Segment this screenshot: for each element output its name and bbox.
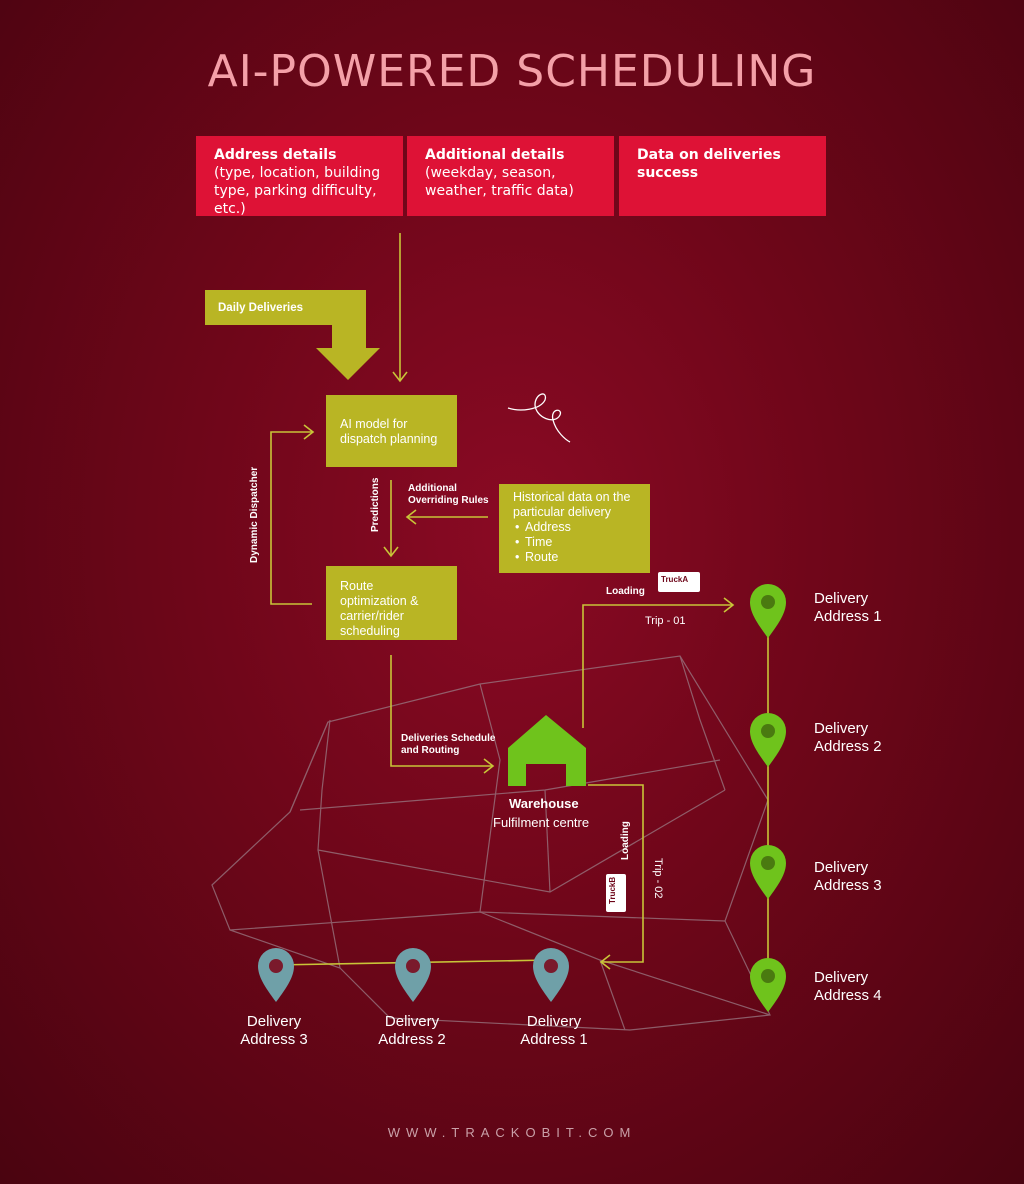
city-map — [211, 655, 771, 1031]
daily-deliveries-arrow — [205, 290, 380, 380]
route-optimization-box: Route optimization & carrier/rider sched… — [326, 566, 457, 640]
input-address-details: Address details (type, location, buildin… — [196, 136, 403, 217]
daily-deliveries-label: Daily Deliveries — [218, 302, 304, 314]
pin-icon — [750, 958, 786, 1012]
route-trip-01 — [582, 597, 769, 1010]
route-a-pins — [750, 584, 786, 1012]
page-title: AI-POWERED SCHEDULING — [207, 46, 817, 97]
loading-a-label: Loading — [606, 586, 645, 597]
squiggle-decoration — [507, 393, 571, 443]
trip-02-label: Trip - 02 — [652, 858, 664, 899]
historical-data-heading: Historical data on the particular delive… — [513, 490, 631, 519]
input-heading: Address details — [214, 147, 337, 163]
route-optimization-text: Route optimization & carrier/rider sched… — [340, 579, 419, 638]
input-heading: Additional details — [425, 147, 565, 163]
pin-icon — [258, 948, 294, 1002]
input-deliveries-success: Data on deliveries success — [619, 136, 826, 216]
input-description: (weekday, season, weather, traffic data) — [425, 165, 574, 199]
footer-url: WWW.TRACKOBIT.COM — [387, 1125, 637, 1140]
warehouse-title: Warehouse — [509, 796, 579, 811]
arrow-overriding — [405, 509, 488, 525]
pin-icon — [533, 948, 569, 1002]
route-a-address-1: Delivery Address 1 — [814, 590, 882, 625]
arrow-to-warehouse — [390, 655, 495, 774]
pin-icon — [750, 713, 786, 767]
ai-model-box: AI model for dispatch planning — [326, 395, 457, 467]
arrow-dynamic-dispatcher — [270, 424, 315, 605]
list-item: Address — [515, 520, 636, 535]
arrow-predictions — [383, 480, 399, 558]
route-b-address-1: Delivery Address 1 — [520, 1013, 588, 1048]
truck-b-icon: TruckB — [606, 874, 626, 912]
pin-icon — [750, 584, 786, 638]
trip-01-label: Trip - 01 — [645, 615, 686, 627]
input-description: (type, location, building type, parking … — [214, 165, 381, 217]
route-b-address-3: Delivery Address 3 — [240, 1013, 308, 1048]
list-item: Route — [515, 550, 636, 565]
pin-icon — [395, 948, 431, 1002]
schedule-routing-label: Deliveries Schedule and Routing — [401, 733, 496, 756]
route-a-address-2: Delivery Address 2 — [814, 720, 882, 755]
route-trip-02 — [274, 784, 644, 970]
dynamic-dispatcher-label: Dynamic Dispatcher — [249, 466, 260, 563]
input-heading: Data on deliveries success — [637, 147, 781, 181]
list-item: Time — [515, 535, 636, 550]
truck-b-label: TruckB — [608, 876, 617, 904]
ai-model-text: AI model for dispatch planning — [340, 417, 438, 446]
warehouse-icon — [508, 715, 586, 786]
arrow-input-to-model — [392, 233, 408, 383]
pin-icon — [750, 845, 786, 899]
route-b-address-2: Delivery Address 2 — [378, 1013, 446, 1048]
route-a-address-4: Delivery Address 4 — [814, 969, 882, 1004]
historical-data-box: Historical data on the particular delive… — [499, 484, 650, 573]
route-b-pins — [258, 948, 569, 1002]
historical-data-list: Address Time Route — [513, 520, 636, 565]
truck-a-label: TruckA — [661, 575, 689, 584]
loading-b-label: Loading — [620, 821, 631, 860]
input-additional-details: Additional details (weekday, season, wea… — [407, 136, 614, 216]
route-a-address-3: Delivery Address 3 — [814, 859, 882, 894]
predictions-label: Predictions — [370, 477, 381, 532]
truck-a-icon: TruckA — [658, 572, 700, 592]
overriding-rules-label: Additional Overriding Rules — [408, 483, 489, 506]
warehouse-subtitle: Fulfilment centre — [493, 815, 590, 830]
